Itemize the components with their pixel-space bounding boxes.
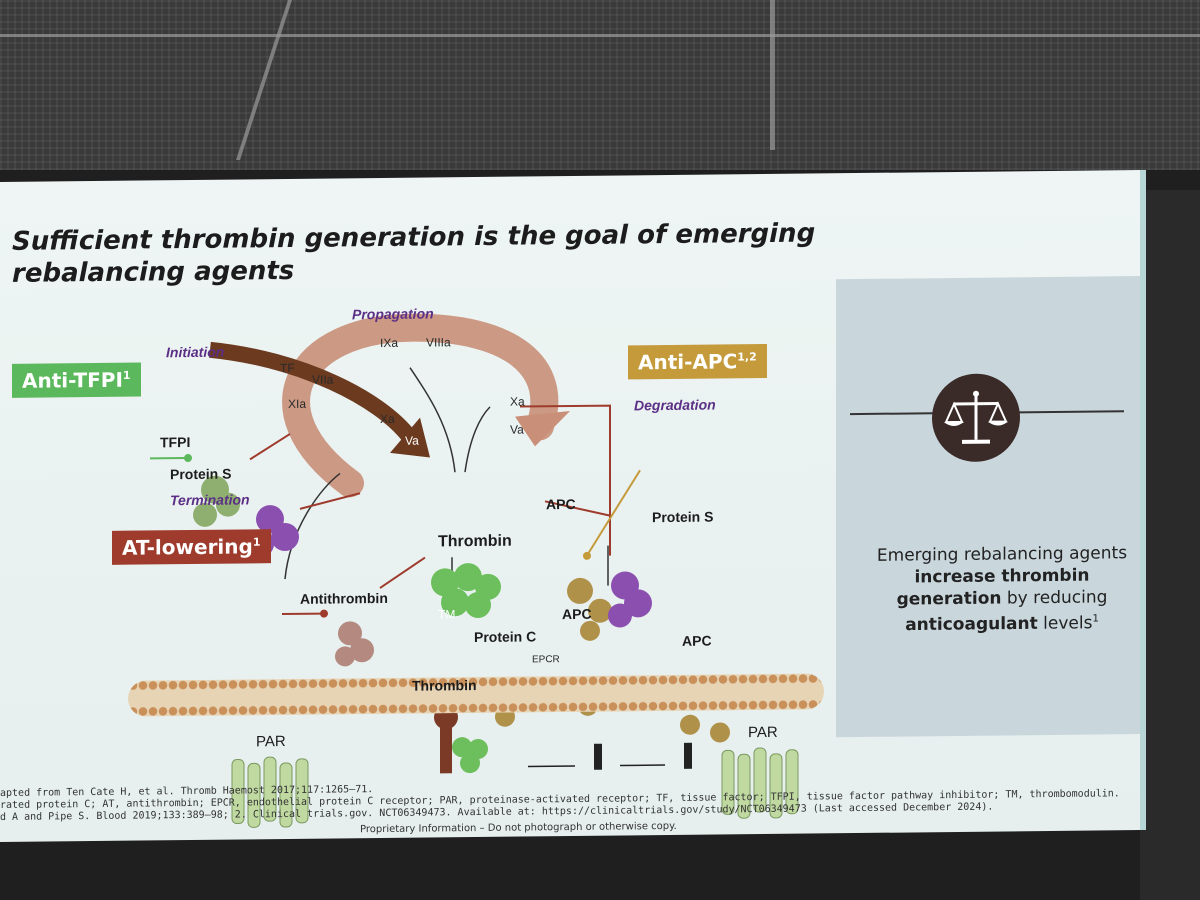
label-epcr: EPCR — [532, 654, 560, 665]
label-va-left: Va — [405, 434, 419, 448]
panel-text-sup: 1 — [1092, 613, 1098, 624]
label-thrombin-center: Thrombin — [438, 533, 512, 552]
label-antithrombin: Antithrombin — [300, 590, 388, 607]
panel-text-d: anticoagulant — [905, 614, 1038, 635]
label-xa-left: Xa — [380, 412, 395, 426]
panel-line-right — [1018, 410, 1124, 413]
label-viia: VIIa — [312, 373, 333, 387]
panel-text-a: Emerging rebalancing agents — [877, 543, 1127, 566]
summary-panel: Emerging rebalancing agents increase thr… — [836, 276, 1146, 737]
thrombin-membrane-protein — [452, 737, 488, 773]
anti-apc-tag: Anti-APC1,2 — [628, 344, 767, 379]
inhibition-line — [300, 493, 360, 509]
anti-tfpi-text: Anti-TFPI — [22, 368, 123, 393]
anti-tfpi-sup: 1 — [123, 369, 131, 382]
anti-apc-text: Anti-APC — [638, 349, 737, 374]
propagation-arc — [296, 326, 544, 484]
connector-dot — [184, 454, 192, 462]
antithrombin-protein — [335, 621, 374, 666]
label-initiation: Initiation — [166, 344, 224, 361]
label-propagation: Propagation — [352, 305, 434, 322]
presentation-slide: Sufficient thrombin generation is the go… — [0, 170, 1146, 842]
thin-arrow — [465, 407, 490, 472]
at-lowering-text: AT-lowering — [122, 534, 253, 559]
label-va-right: Va — [510, 423, 524, 437]
panel-summary-text: Emerging rebalancing agents increase thr… — [860, 542, 1144, 637]
label-par-right: PAR — [748, 724, 778, 741]
panel-text-c: by reducing — [1001, 587, 1107, 608]
label-tfpi: TFPI — [160, 434, 190, 450]
label-protein-s-left: Protein S — [170, 466, 231, 483]
thin-arrow — [410, 367, 455, 472]
at-lowering-sup: 1 — [253, 536, 261, 549]
label-protein-s-right: Protein S — [652, 509, 713, 526]
label-apc-mid: APC — [562, 606, 592, 622]
tm-stalk — [434, 705, 458, 773]
label-tm: TM — [438, 607, 455, 621]
anti-apc-sup: 1,2 — [737, 350, 757, 363]
label-viiia: VIIIa — [426, 335, 451, 349]
connector-dot — [583, 552, 591, 560]
ceiling-background — [0, 0, 1200, 170]
anti-tfpi-tag: Anti-TFPI1 — [12, 363, 141, 398]
label-termination: Termination — [170, 491, 250, 508]
protein-s-right — [608, 571, 652, 627]
inhibition-line — [250, 434, 290, 459]
label-protein-c: Protein C — [474, 628, 536, 645]
slide-title: Sufficient thrombin generation is the go… — [12, 216, 952, 290]
ceiling-beam — [0, 34, 1200, 37]
label-thrombin-membrane: Thrombin — [412, 677, 477, 694]
label-apc-right: APC — [546, 496, 576, 512]
label-tf: TF — [280, 361, 295, 375]
ceiling-beam — [770, 0, 775, 150]
panel-line-left — [850, 412, 934, 415]
label-ixa: IXa — [380, 336, 398, 350]
label-apc-far: APC — [682, 633, 712, 649]
balance-scale-icon — [932, 373, 1020, 462]
label-xia: XIa — [288, 397, 306, 411]
panel-text-e: levels — [1038, 613, 1093, 634]
at-lowering-tag: AT-lowering1 — [112, 529, 271, 565]
ceiling-beam — [236, 0, 292, 160]
label-par-left: PAR — [256, 733, 286, 750]
label-degradation: Degradation — [634, 397, 716, 414]
wall-right — [1140, 190, 1200, 900]
inhibition-line — [380, 558, 425, 588]
connector-dot — [320, 610, 328, 618]
label-xa-right: Xa — [510, 395, 525, 409]
